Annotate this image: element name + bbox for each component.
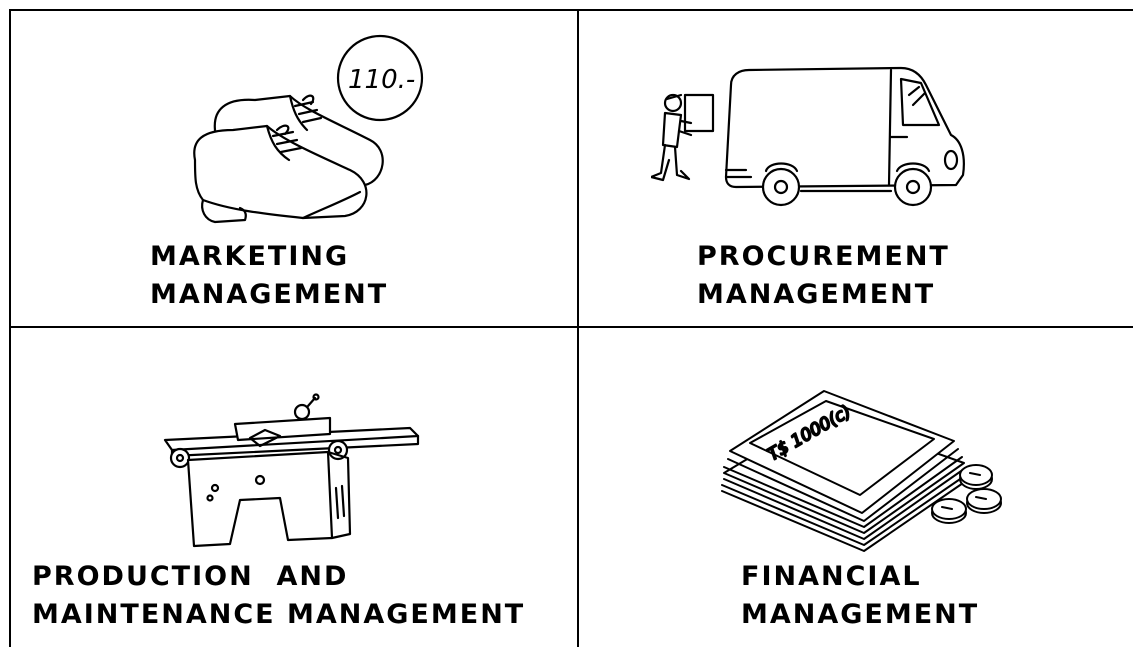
caption-procurement: PROCUREMENT MANAGEMENT	[697, 238, 950, 314]
caption-production: PRODUCTION AND MAINTENANCE MANAGEMENT	[32, 558, 525, 634]
caption-procurement-line1: PROCUREMENT	[697, 241, 950, 272]
caption-marketing-line2: MANAGEMENT	[150, 279, 389, 310]
caption-marketing-line1: MARKETING	[150, 241, 350, 272]
quadrant-procurement: PROCUREMENT MANAGEMENT	[579, 10, 1133, 327]
caption-financial-line1: FINANCIAL	[741, 561, 922, 592]
price-tag-text: 110.-	[348, 65, 415, 95]
caption-procurement-line2: MANAGEMENT	[697, 279, 936, 310]
caption-production-line2: MAINTENANCE MANAGEMENT	[32, 599, 526, 630]
planer-machine-icon	[163, 393, 420, 548]
quadrant-production: PRODUCTION AND MAINTENANCE MANAGEMENT	[10, 328, 578, 647]
money-stack-icon: T$ 1000(c)	[721, 390, 1002, 552]
caption-production-line1: PRODUCTION AND	[32, 561, 349, 592]
delivery-van-icon	[651, 66, 965, 207]
caption-marketing: MARKETING MANAGEMENT	[150, 238, 388, 314]
quadrant-financial: T$ 1000(c) FINANCIAL MANAGEMENT	[579, 328, 1133, 647]
quadrant-marketing: 110.- MARKETING MANAGEMENT	[10, 10, 578, 327]
caption-financial-line2: MANAGEMENT	[741, 599, 980, 630]
caption-financial: FINANCIAL MANAGEMENT	[741, 558, 979, 634]
shoes-icon: 110.-	[193, 34, 424, 224]
